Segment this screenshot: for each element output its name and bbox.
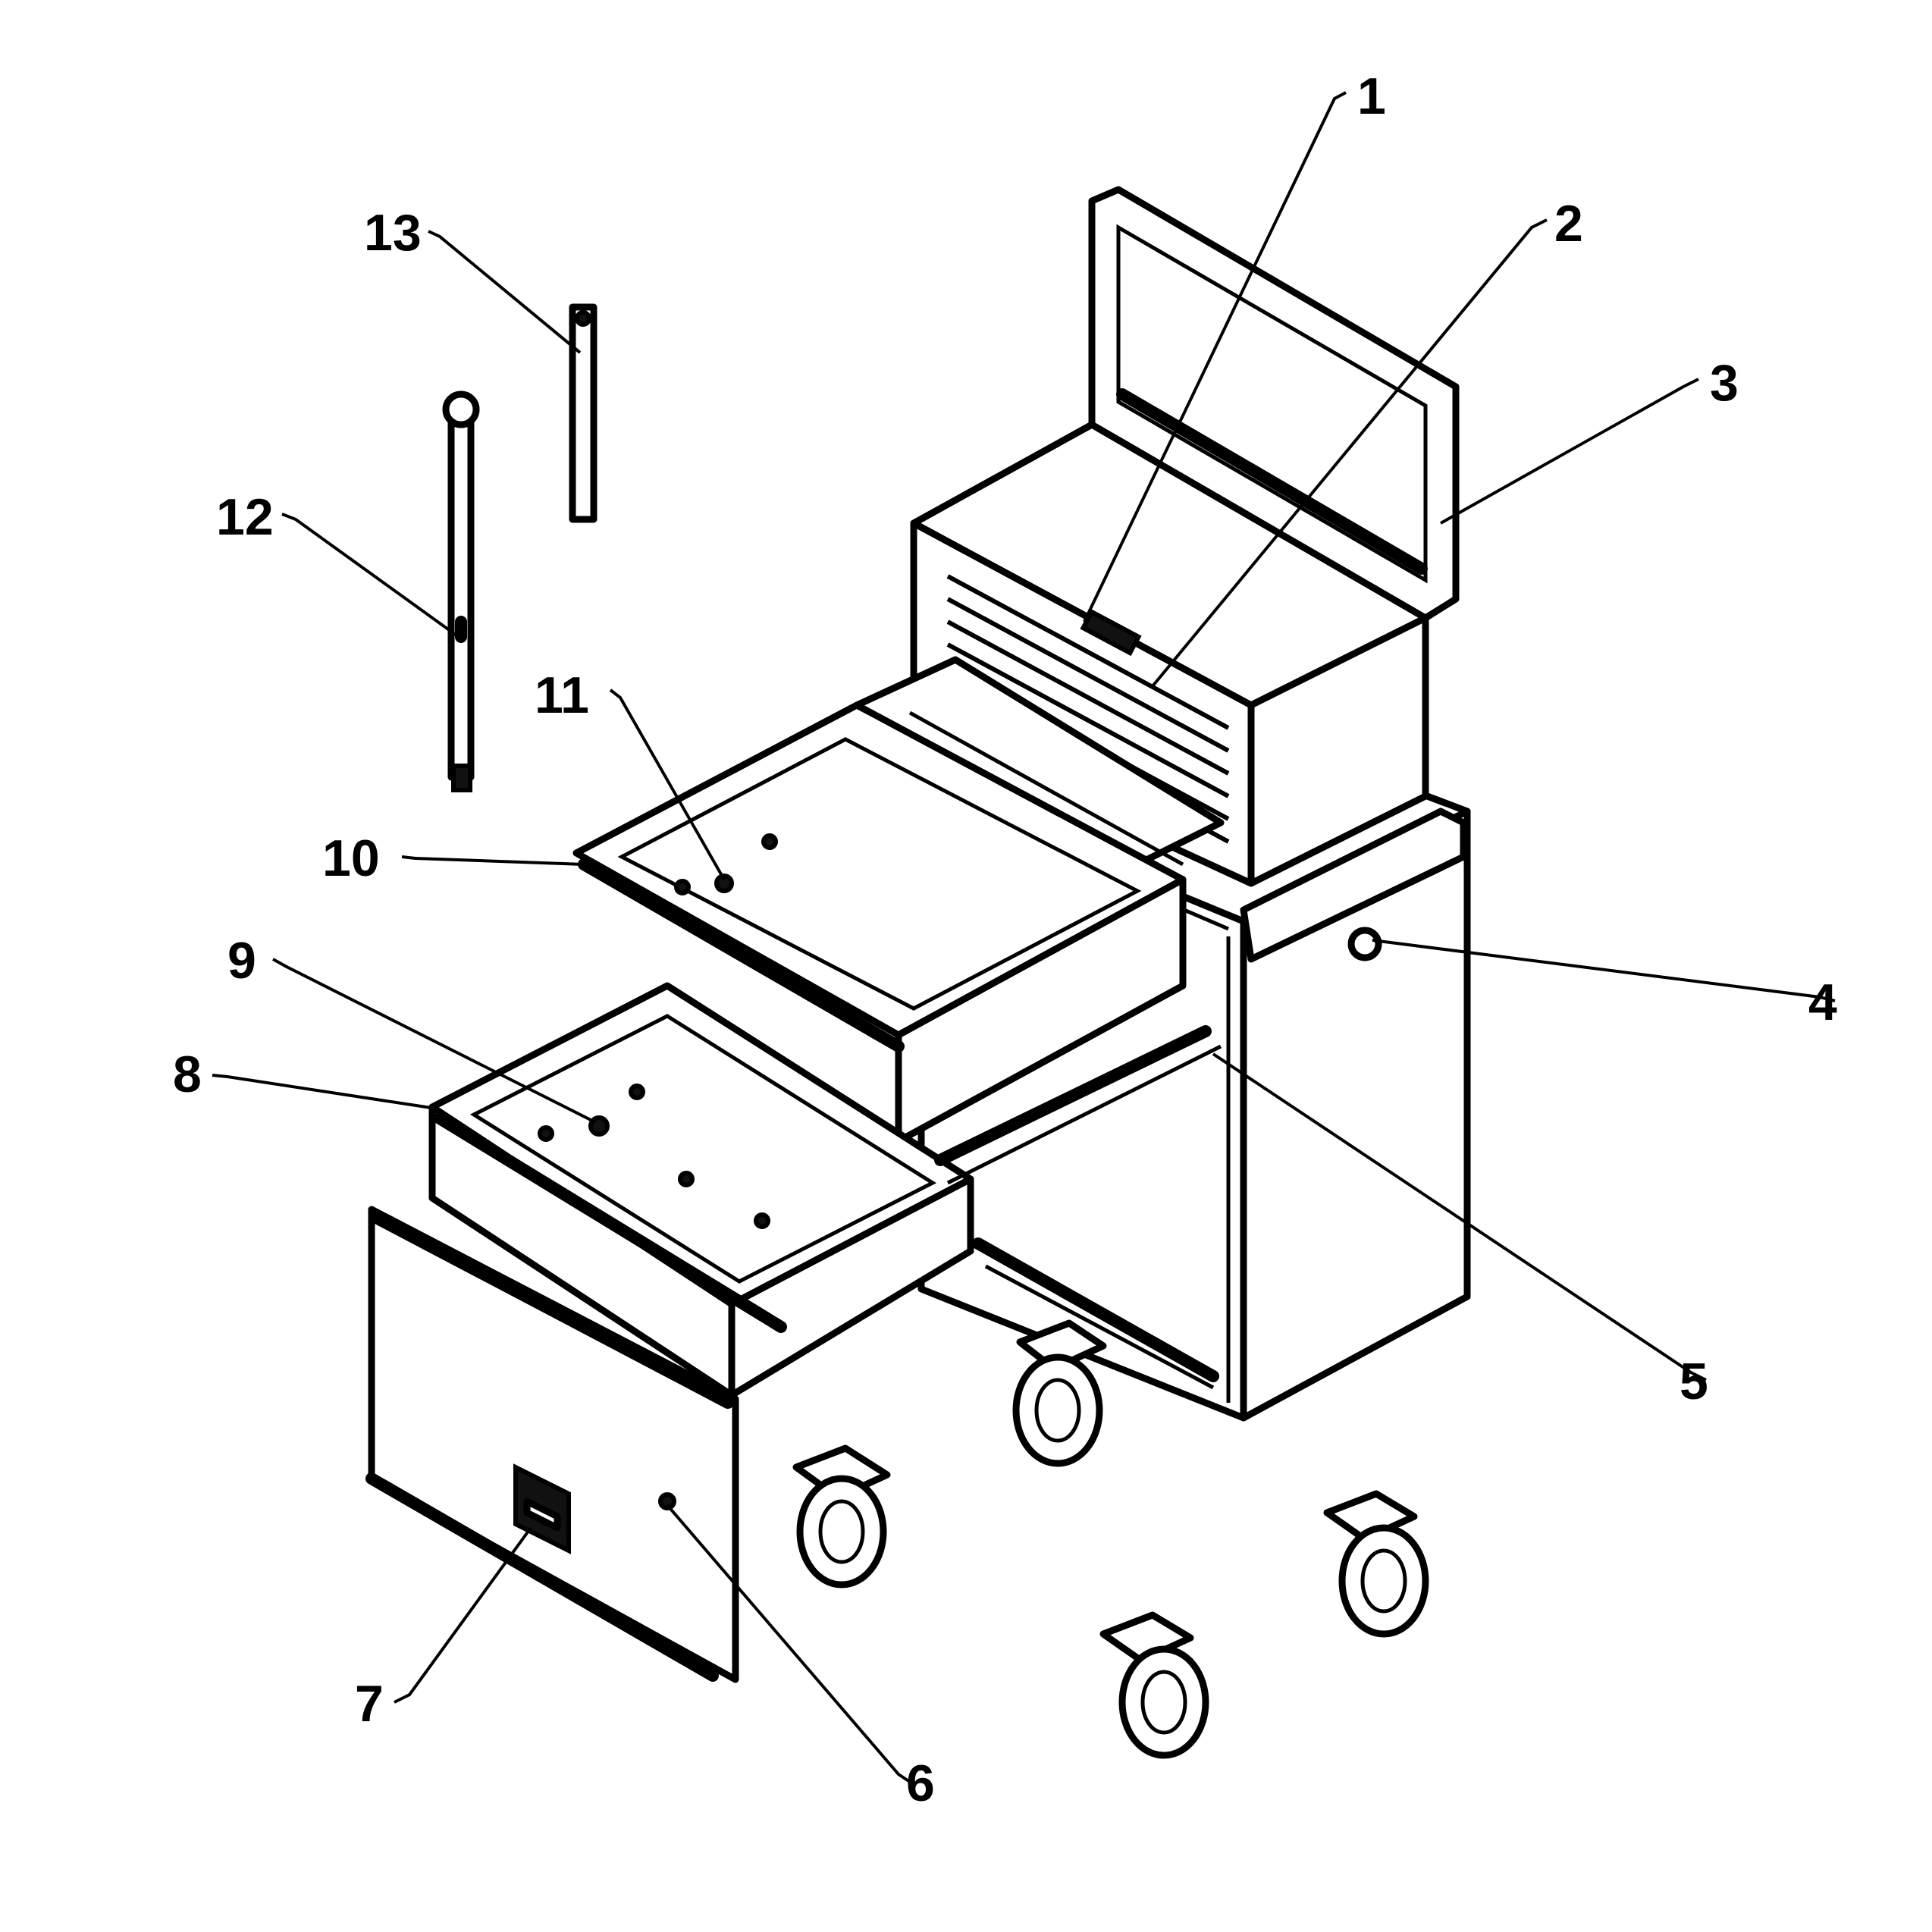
caster-front-center <box>1099 1611 1209 1759</box>
callout-4: 4 <box>1808 974 1837 1031</box>
callout-11: 11 <box>535 666 589 724</box>
callout-8: 8 <box>173 1046 202 1103</box>
callout-9: 9 <box>227 932 256 990</box>
callout-7: 7 <box>355 1675 384 1733</box>
callout-3: 3 <box>1710 354 1739 412</box>
callout-13: 13 <box>364 204 422 262</box>
callout-1: 1 <box>1357 67 1386 125</box>
callout-labels: 1 2 3 4 5 6 7 8 9 10 11 12 13 <box>173 67 1837 1812</box>
drawer-slide <box>934 1025 1222 1185</box>
callout-5: 5 <box>1680 1353 1708 1410</box>
leader-lines <box>212 91 1836 1783</box>
cabinet-door-panel <box>365 1206 739 1683</box>
callout-2: 2 <box>1554 195 1583 252</box>
lower-drawer <box>428 982 974 1399</box>
lid-gas-strut <box>442 390 480 792</box>
side-handle <box>1240 808 1467 963</box>
lid-stay-bracket <box>569 303 597 523</box>
callout-12: 12 <box>216 488 274 546</box>
upper-drawer <box>572 701 1187 1145</box>
top-chest <box>910 421 1429 887</box>
chest-lid <box>1088 186 1460 622</box>
caster-rear-left <box>1012 1319 1107 1467</box>
callout-6: 6 <box>906 1755 935 1812</box>
caster-front-right <box>1323 1490 1429 1638</box>
caster-front-left <box>792 1444 891 1589</box>
callout-10: 10 <box>322 830 380 887</box>
